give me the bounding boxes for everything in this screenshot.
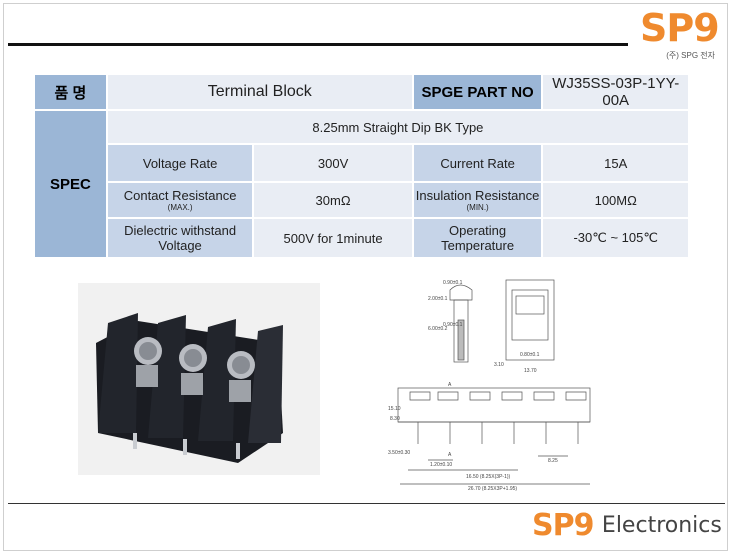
product-name-value: Terminal Block — [105, 73, 414, 111]
dim-label: 6.00±0.2 — [428, 326, 448, 332]
operating-temp-label: Operating Temperature — [411, 217, 544, 259]
voltage-rate-value: 300V — [252, 143, 414, 183]
dim-label: 15.10 — [388, 406, 401, 412]
dim-label: 1.20±0.10 — [430, 462, 452, 468]
footer-rule — [8, 503, 725, 504]
dielectric-value: 500V for 1minute — [252, 217, 414, 259]
current-rate-label: Current Rate — [411, 143, 544, 183]
spec-label: SPEC — [33, 109, 108, 259]
dim-label: 13.70 — [524, 368, 537, 374]
current-rate-value: 15A — [541, 143, 690, 183]
dim-label: 8.30 — [390, 416, 400, 422]
footer-text: Electronics — [601, 513, 722, 538]
header-rule — [8, 43, 628, 46]
dim-label: 26.70 (8.25X3P+1.95) — [468, 486, 517, 492]
dim-label: 16.50 (8.25X(3P-1)) — [466, 474, 511, 480]
spec-table: 품 명 Terminal Block SPGE PART NO WJ35SS-0… — [33, 73, 691, 259]
contact-resistance-value: 30mΩ — [252, 181, 414, 219]
dim-label: 0.90±0.1 — [443, 280, 463, 286]
product-name-label: 품 명 — [33, 73, 108, 111]
type-description: 8.25mm Straight Dip BK Type — [105, 109, 691, 145]
dim-label: 3.50±0.30 — [388, 450, 410, 456]
part-no-label: SPGE PART NO — [411, 73, 544, 111]
insulation-resistance-label: Insulation Resistance(MIN.) — [411, 181, 544, 219]
slide-frame — [3, 3, 728, 551]
dielectric-label: Dielectric withstand Voltage — [105, 217, 255, 259]
dim-label: 8.25 — [548, 458, 558, 464]
operating-temp-value: -30℃ ~ 105℃ — [541, 217, 690, 259]
insulation-resistance-value: 100MΩ — [541, 181, 690, 219]
dim-label: 0.80±0.1 — [520, 352, 540, 358]
dim-label: 2.00±0.1 — [428, 296, 448, 302]
logo-tag: (주) SPG 전자 — [666, 51, 715, 60]
dim-label: 3.10 — [494, 362, 504, 368]
section-marker: A — [448, 382, 452, 388]
company-logo: SP9 (주) SPG 전자 — [640, 8, 725, 68]
footer-logo: SP9 Electronics — [532, 508, 727, 546]
dim-label: 0.90±0.1 — [443, 322, 463, 328]
technical-drawing: 0.90±0.1 2.00±0.1 6.00±0.2 0.90±0.1 3.10… — [388, 270, 600, 492]
section-marker: A — [448, 452, 452, 458]
contact-resistance-label: Contact Resistance(MAX.) — [105, 181, 255, 219]
logo-brand: SP9 — [640, 6, 720, 50]
voltage-rate-label: Voltage Rate — [105, 143, 255, 183]
product-photo — [78, 283, 320, 475]
footer-brand: SP9 — [532, 508, 594, 543]
part-no-value: WJ35SS-03P-1YY-00A — [541, 73, 690, 111]
